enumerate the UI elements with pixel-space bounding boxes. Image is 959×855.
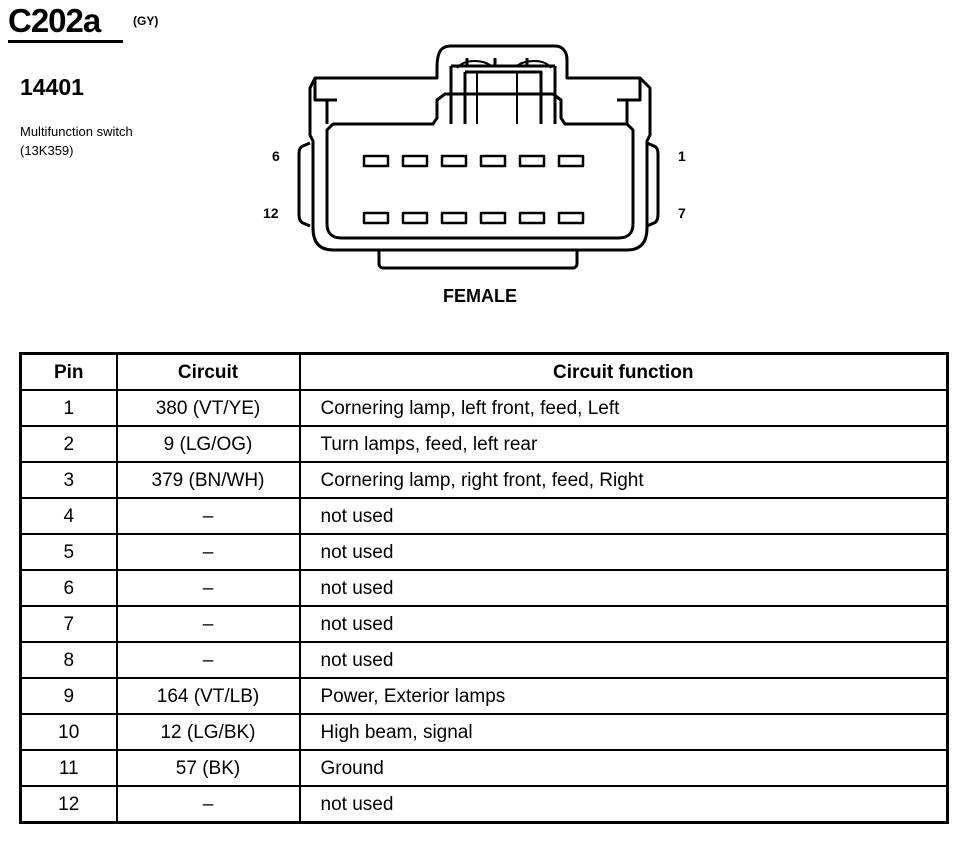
circuit-cell: – bbox=[115, 785, 301, 824]
circuit-cell: – bbox=[115, 569, 301, 607]
header-circuit-function: Circuit function bbox=[298, 352, 949, 391]
pin-cavity bbox=[557, 154, 585, 168]
header-pin: Pin bbox=[19, 352, 118, 391]
pin-number-cell: 9 bbox=[19, 677, 118, 715]
pin-number-cell: 7 bbox=[19, 605, 118, 643]
circuit-cell: 9 (LG/OG) bbox=[115, 425, 301, 463]
pin-cavity bbox=[479, 154, 507, 168]
circuit-function-cell: not used bbox=[298, 497, 949, 535]
circuit-cell: – bbox=[115, 497, 301, 535]
pin-cavity bbox=[557, 211, 585, 225]
circuit-cell: – bbox=[115, 641, 301, 679]
header-circuit: Circuit bbox=[115, 352, 301, 391]
circuit-cell: – bbox=[115, 533, 301, 571]
connector-id: C202a bbox=[8, 2, 101, 39]
table-row: 5–not used bbox=[19, 533, 949, 571]
pin-label-7: 7 bbox=[678, 205, 686, 221]
table-row: 6–not used bbox=[19, 569, 949, 607]
component-name: Multifunction switch bbox=[20, 124, 133, 139]
pin-number-cell: 6 bbox=[19, 569, 118, 607]
circuit-function-cell: Power, Exterior lamps bbox=[298, 677, 949, 715]
circuit-cell: 57 (BK) bbox=[115, 749, 301, 787]
circuit-cell: 164 (VT/LB) bbox=[115, 677, 301, 715]
connector-housing-outline bbox=[308, 44, 652, 252]
connector-gender-label: FEMALE bbox=[443, 286, 517, 306]
circuit-function-cell: Cornering lamp, right front, feed, Right bbox=[298, 461, 949, 499]
circuit-function-cell: not used bbox=[298, 605, 949, 643]
pin-number-cell: 12 bbox=[19, 785, 118, 824]
pin-number-cell: 11 bbox=[19, 749, 118, 787]
pin-cavity bbox=[401, 211, 429, 225]
connector-side-wall-right bbox=[617, 78, 642, 124]
connector-color-code: (GY) bbox=[133, 14, 159, 28]
connector-side-wall-left bbox=[313, 78, 337, 124]
pin-number-cell: 5 bbox=[19, 533, 118, 571]
pin-cavity bbox=[362, 154, 390, 168]
circuit-cell: 379 (BN/WH) bbox=[115, 461, 301, 499]
pin-number-cell: 1 bbox=[19, 389, 118, 427]
table-header-row: Pin Circuit Circuit function bbox=[19, 352, 949, 391]
circuit-function-cell: Cornering lamp, left front, feed, Left bbox=[298, 389, 949, 427]
connector-latch bbox=[449, 58, 557, 124]
circuit-function-cell: High beam, signal bbox=[298, 713, 949, 751]
pin-number-cell: 10 bbox=[19, 713, 118, 751]
connector-bottom-key bbox=[377, 250, 579, 270]
circuit-cell: 380 (VT/YE) bbox=[115, 389, 301, 427]
circuit-function-cell: Ground bbox=[298, 749, 949, 787]
circuit-cell: – bbox=[115, 605, 301, 643]
connector-ear-right bbox=[646, 141, 660, 228]
table-row: 4–not used bbox=[19, 497, 949, 535]
component-base-number: (13K359) bbox=[20, 143, 74, 158]
component-part-number: 14401 bbox=[20, 74, 84, 100]
pin-cavity bbox=[440, 154, 468, 168]
circuit-function-cell: Turn lamps, feed, left rear bbox=[298, 425, 949, 463]
table-row: 7–not used bbox=[19, 605, 949, 643]
pin-label-12: 12 bbox=[263, 205, 279, 221]
pin-number-cell: 2 bbox=[19, 425, 118, 463]
circuit-function-cell: not used bbox=[298, 533, 949, 571]
pin-cavity bbox=[362, 211, 390, 225]
pin-cavity bbox=[518, 154, 546, 168]
pin-cavity bbox=[440, 211, 468, 225]
connector-ear-left bbox=[297, 141, 311, 228]
pin-label-1: 1 bbox=[678, 148, 686, 164]
pin-number-cell: 4 bbox=[19, 497, 118, 535]
connector-id-underline bbox=[8, 40, 123, 43]
pin-cavity bbox=[479, 211, 507, 225]
pin-number-cell: 8 bbox=[19, 641, 118, 679]
pin-cavities bbox=[362, 154, 585, 225]
table-row: 12–not used bbox=[19, 785, 949, 824]
circuit-function-cell: not used bbox=[298, 641, 949, 679]
connector-face-diagram bbox=[297, 44, 660, 270]
circuit-function-cell: not used bbox=[298, 785, 949, 824]
component-description: Multifunction switch (13K359) bbox=[20, 122, 133, 160]
pin-label-6: 6 bbox=[272, 148, 280, 164]
circuit-cell: 12 (LG/BK) bbox=[115, 713, 301, 751]
pin-cavity bbox=[401, 154, 429, 168]
pin-number-cell: 3 bbox=[19, 461, 118, 499]
table-row: 8–not used bbox=[19, 641, 949, 679]
circuit-function-cell: not used bbox=[298, 569, 949, 607]
pin-cavity bbox=[518, 211, 546, 225]
